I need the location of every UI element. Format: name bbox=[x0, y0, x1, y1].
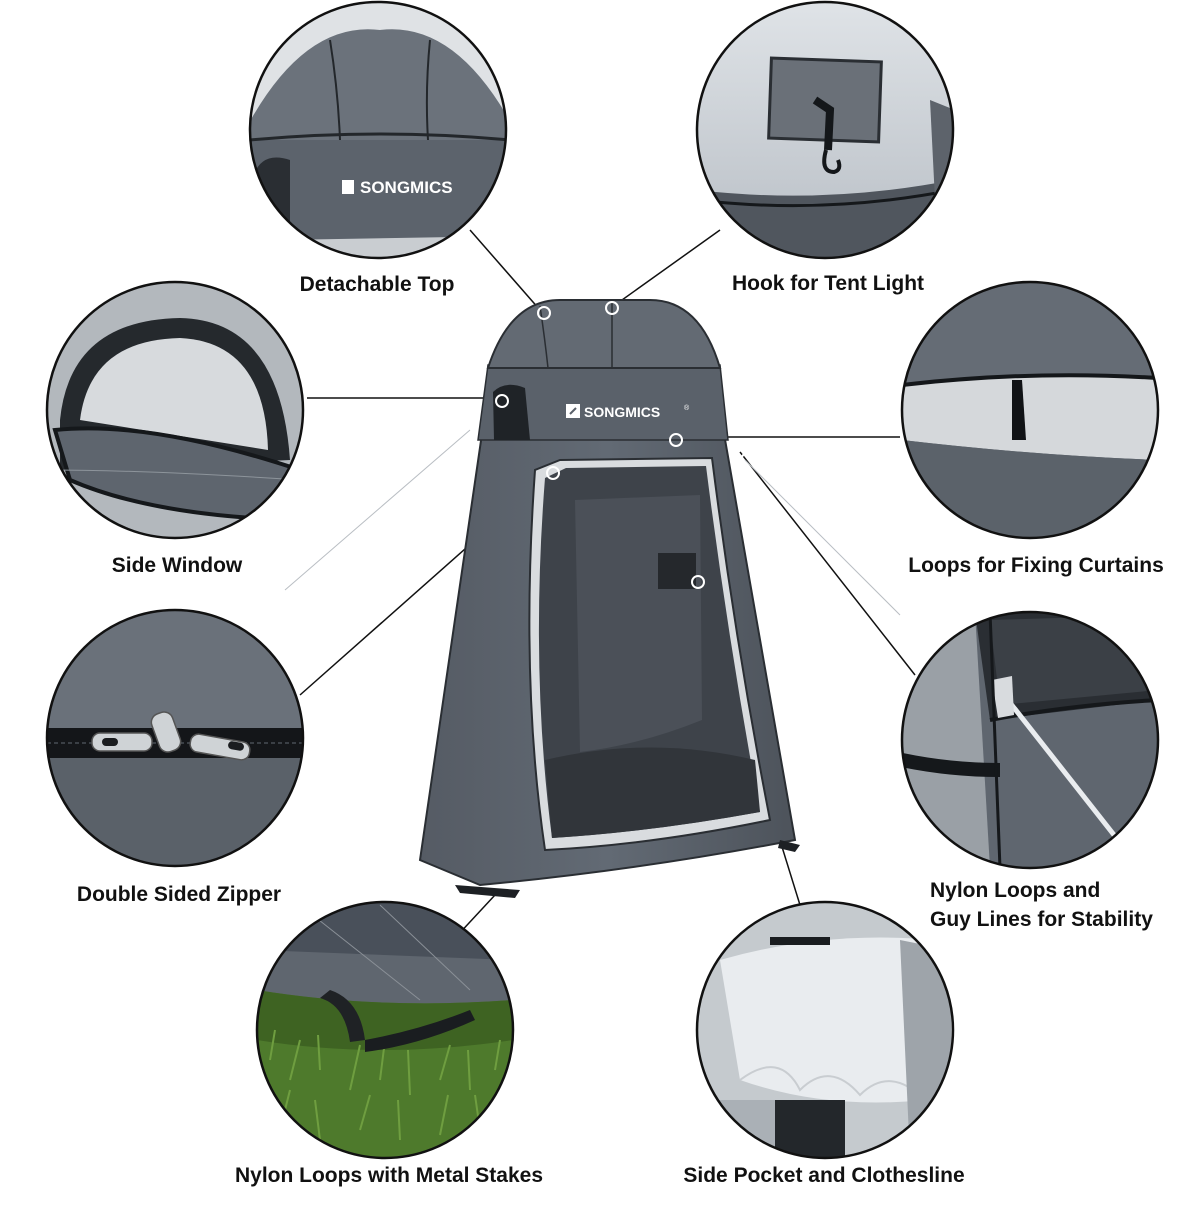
label-guy-lines-line1: Nylon Loops and bbox=[930, 879, 1101, 902]
zipper-pull-mid-icon bbox=[150, 711, 182, 753]
label-loops-curtains: Loops for Fixing Curtains bbox=[908, 554, 1164, 577]
label-side-window: Side Window bbox=[111, 554, 243, 577]
hotspot-guy bbox=[731, 445, 745, 459]
hotspot-window bbox=[495, 394, 509, 408]
connector-guy-lines bbox=[739, 451, 916, 676]
hotspot-loops bbox=[669, 433, 683, 447]
tent-peg-left bbox=[455, 885, 520, 898]
label-nylon-stakes: Nylon Loops with Metal Stakes bbox=[234, 1164, 544, 1187]
label-hook-tent-light: Hook for Tent Light bbox=[731, 272, 925, 295]
tent-peg-right bbox=[778, 840, 800, 852]
side-pocket-icon bbox=[775, 1100, 845, 1158]
hotspot-pocket bbox=[691, 575, 705, 589]
detail-circle-double-zipper bbox=[45, 608, 305, 868]
curtain-loop-icon bbox=[1012, 380, 1026, 440]
hook-icon bbox=[822, 149, 842, 175]
zipper-pull-right-icon bbox=[189, 733, 251, 761]
label-guy-lines-line2: Guy Lines for Stability bbox=[930, 908, 1153, 931]
brand-logo-text: SONGMICS bbox=[584, 404, 660, 420]
detail-circle-side-window bbox=[45, 280, 305, 540]
hotspot-hook bbox=[605, 301, 619, 315]
metal-stake-icon bbox=[365, 1010, 475, 1052]
label-detachable-top: Detachable Top bbox=[299, 273, 455, 296]
tent-inner-pocket bbox=[658, 553, 696, 589]
detail-circle-guy-lines bbox=[900, 610, 1160, 870]
label-guy-lines-2: Guy Lines for Stability bbox=[930, 905, 1153, 934]
detail-brand-text: SONGMICS bbox=[360, 178, 453, 197]
detail-circle-side-pocket bbox=[695, 900, 955, 1160]
brand-registered-mark: ® bbox=[684, 404, 690, 412]
guy-lines bbox=[284, 429, 901, 616]
hotspot-top bbox=[537, 306, 551, 320]
label-guy-lines: Nylon Loops and bbox=[930, 876, 1100, 905]
detail-circle-nylon-stakes bbox=[255, 900, 515, 1160]
detail-circle-detachable-top: SONGMICS bbox=[248, 0, 508, 260]
label-side-pocket: Side Pocket and Clothesline bbox=[683, 1164, 965, 1187]
tent-main: SONGMICS ® bbox=[418, 299, 800, 898]
tent-side-window bbox=[493, 384, 530, 440]
label-double-zipper: Double Sided Zipper bbox=[76, 883, 282, 906]
hotspot-zipper bbox=[546, 466, 560, 480]
detail-circle-loops-curtains bbox=[900, 280, 1160, 540]
connector-detachable-top bbox=[469, 229, 541, 311]
detail-circle-hook-light bbox=[695, 0, 955, 260]
tent-roof bbox=[486, 299, 722, 369]
zipper-pull-left-icon bbox=[91, 732, 153, 752]
connector-hook-light bbox=[614, 229, 721, 306]
clothesline-icon bbox=[770, 937, 830, 945]
